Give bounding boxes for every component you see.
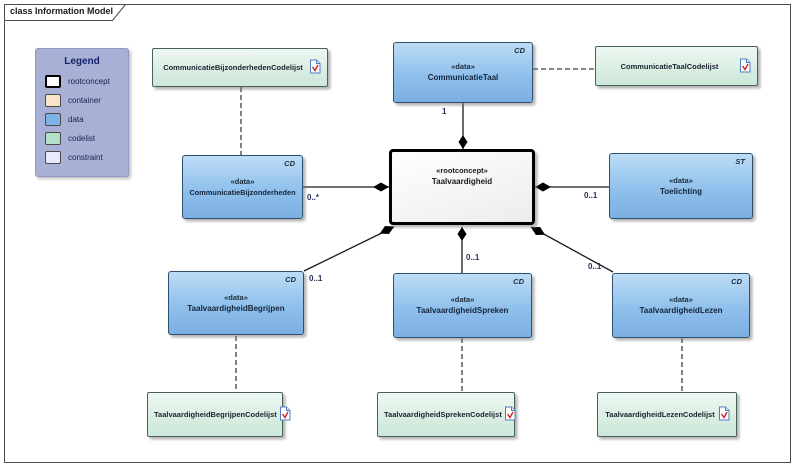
legend: Legend rootconcept container data codeli…: [35, 48, 129, 177]
frame-tab-label: class Information Model: [10, 6, 114, 16]
node-taalvaardigheidspreken[interactable]: CD «data» TaalvaardigheidSpreken: [393, 273, 532, 338]
type-tag: ST: [735, 157, 745, 166]
frame-tab: [4, 4, 127, 21]
node-taalvaardigheidlezencodelijst[interactable]: TaalvaardigheidLezenCodelijst: [597, 392, 737, 437]
stereotype: «data»: [230, 176, 255, 186]
composition-diamond: [379, 225, 395, 235]
document-icon: [739, 58, 751, 73]
multiplicity-label: 0..1: [466, 253, 480, 262]
node-communicatietaal[interactable]: CD «data» CommunicatieTaal: [393, 42, 533, 103]
legend-items: rootconcept container data codelist cons…: [36, 67, 128, 167]
document-icon: [309, 59, 321, 74]
data-swatch: [45, 113, 61, 126]
legend-item-codelist: codelist: [45, 129, 128, 148]
legend-item-rootconcept: rootconcept: [45, 72, 128, 91]
composition-diamond: [458, 135, 468, 149]
stereotype: «data»: [450, 295, 475, 304]
rootconcept-swatch: [45, 75, 61, 88]
multiplicity-label: 0..*: [307, 193, 320, 202]
document-icon: [504, 406, 516, 421]
node-taalvaardigheidsprekencodelijst[interactable]: TaalvaardigheidSprekenCodelijst: [377, 392, 516, 437]
diagram-frame: [4, 4, 791, 463]
node-label: CommunicatieBijzonderheden: [189, 187, 296, 197]
multiplicity-label: 0..1: [588, 262, 602, 271]
node-label: TaalvaardigheidLezen: [639, 306, 723, 315]
stereotype: «data»: [669, 175, 693, 185]
node-communicatietaalcodelijst[interactable]: CommunicatieTaalCodelijst: [595, 46, 758, 86]
composition-diamond: [530, 227, 546, 235]
node-label: CommunicatieTaal: [427, 73, 499, 82]
constraint-swatch: [45, 151, 61, 164]
node-taalvaardigheidbegrijpencodelijst[interactable]: TaalvaardigheidBegrijpenCodelijst: [147, 392, 291, 437]
stereotype: «data»: [669, 295, 693, 304]
node-label: TaalvaardigheidBegrijpenCodelijst: [154, 410, 277, 419]
multiplicity-label: 0..1: [309, 274, 323, 283]
multiplicity-label: 0..1: [584, 191, 598, 200]
multiplicity-label: 1: [442, 107, 447, 116]
type-tag: CD: [285, 275, 296, 284]
stereotype: «data»: [451, 62, 475, 71]
node-taalvaardigheid[interactable]: «rootconcept» Taalvaardigheid: [389, 149, 535, 225]
node-taalvaardigheidlezen[interactable]: CD «data» TaalvaardigheidLezen: [612, 273, 750, 338]
node-label: CommunicatieBijzonderhedenCodelijst: [163, 63, 303, 72]
node-communicatiebijzonderhedencodelijst[interactable]: CommunicatieBijzonderhedenCodelijst: [152, 48, 328, 87]
document-icon: [718, 406, 730, 421]
node-label: Taalvaardigheid: [431, 177, 493, 186]
type-tag: CD: [514, 46, 525, 55]
stereotype: «data»: [224, 292, 248, 302]
type-tag: CD: [513, 277, 524, 286]
node-label: TaalvaardigheidLezenCodelijst: [605, 410, 715, 419]
node-label: TaalvaardigheidSprekenCodelijst: [384, 410, 502, 419]
type-tag: CD: [731, 277, 742, 286]
node-toelichting[interactable]: ST «data» Toelichting: [609, 153, 753, 219]
composition-diamond: [457, 227, 467, 241]
node-taalvaardigheidbegrijpen[interactable]: CD «data» TaalvaardigheidBegrijpen: [168, 271, 304, 335]
composition-diamond: [535, 182, 551, 192]
node-label: TaalvaardigheidBegrijpen: [187, 303, 285, 313]
legend-title: Legend: [64, 56, 100, 67]
document-icon: [279, 406, 291, 421]
node-label: Toelichting: [659, 186, 703, 196]
node-label: CommunicatieTaalCodelijst: [620, 61, 719, 71]
node-communicatiebijzonderheden[interactable]: CD «data» CommunicatieBijzonderheden: [182, 155, 303, 219]
legend-item-constraint: constraint: [45, 148, 128, 167]
type-tag: CD: [284, 159, 295, 168]
edge-taalvaardigheid-begrijpen: [303, 226, 395, 272]
stereotype: «rootconcept»: [436, 166, 488, 175]
node-label: TaalvaardigheidSpreken: [416, 306, 509, 315]
codelist-swatch: [45, 132, 61, 145]
container-swatch: [45, 94, 61, 107]
legend-item-container: container: [45, 91, 128, 110]
legend-item-data: data: [45, 110, 128, 129]
composition-diamond: [373, 182, 389, 192]
